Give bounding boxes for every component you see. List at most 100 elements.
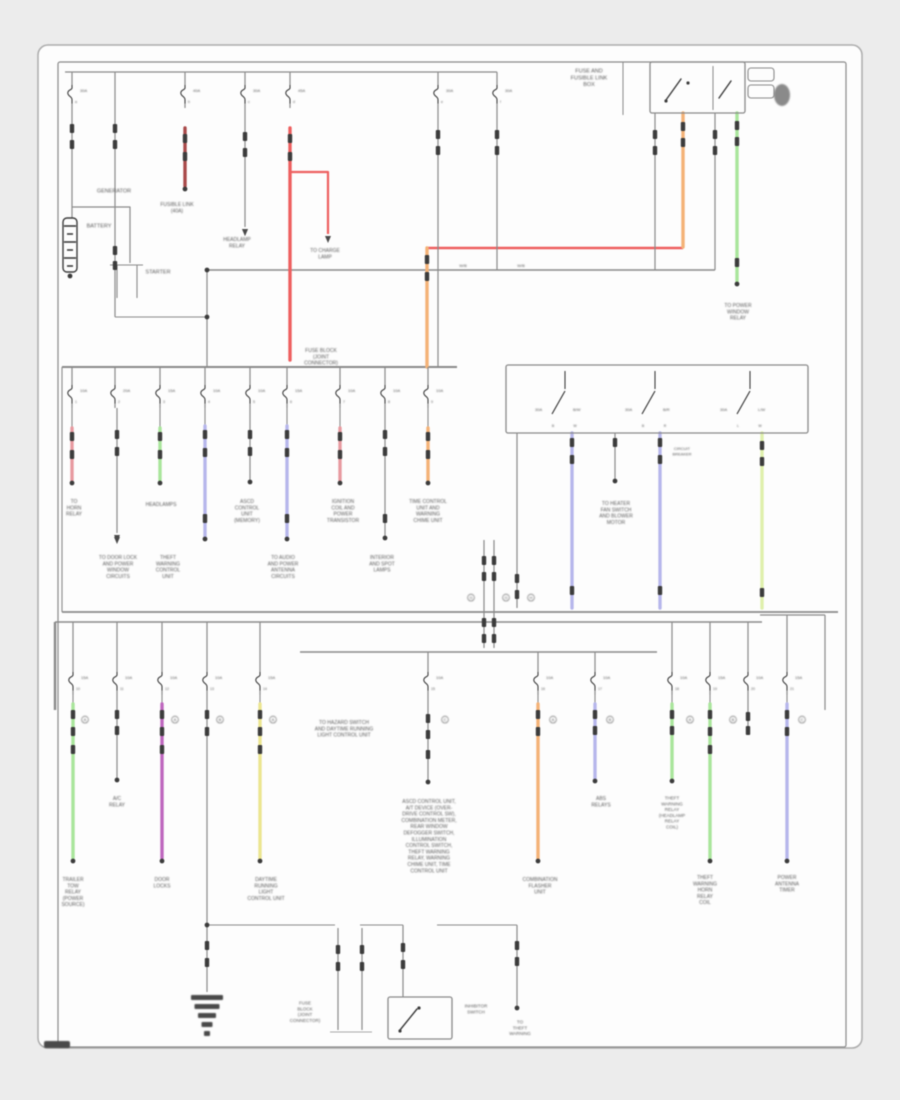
connector-mark — [491, 572, 497, 581]
breaker-wire-code: L/W — [758, 407, 765, 412]
connector-mark — [652, 130, 658, 139]
component-label: FUSIBLE LINK(40A) — [160, 202, 194, 214]
connector-mark — [712, 146, 718, 155]
junction-dot — [284, 536, 290, 542]
connector-mark — [242, 132, 248, 141]
connector-mark — [204, 958, 210, 967]
connector-mark — [535, 727, 541, 736]
connector-mark — [569, 455, 575, 464]
fuse-rating: 10A — [213, 388, 220, 393]
fuse-rating: 30A — [446, 88, 453, 93]
arrow-icon — [325, 236, 331, 243]
connector-mark — [69, 140, 75, 149]
connector-mark — [491, 556, 497, 565]
ref-mark — [527, 593, 535, 602]
connector-icon — [747, 84, 775, 99]
junction-dot — [247, 479, 253, 485]
ref-mark — [269, 715, 277, 724]
connector-mark — [745, 712, 751, 721]
fuse-icon — [157, 672, 163, 691]
wire-path — [72, 206, 131, 263]
connector-mark — [657, 438, 663, 447]
ref-mark — [81, 715, 89, 724]
connector-mark — [425, 450, 431, 459]
fuse-icon — [67, 385, 73, 404]
connector-mark — [481, 634, 487, 643]
fuse-icon — [68, 672, 74, 691]
connector-mark — [114, 710, 120, 719]
junction-dot — [204, 314, 210, 320]
connector-mark — [569, 438, 575, 447]
connector-mark — [284, 448, 290, 457]
fuse-number: 2 — [118, 400, 120, 404]
switch-contact-dot — [664, 99, 668, 103]
wire-path — [290, 170, 330, 234]
junction-dot — [159, 858, 165, 864]
connector-mark — [514, 590, 520, 599]
fuse-number: 17 — [598, 687, 602, 691]
connector-mark — [784, 710, 790, 719]
ref-mark — [686, 715, 694, 724]
circuit-breaker-icon — [641, 390, 656, 415]
fuse-rating: 10A — [170, 675, 177, 680]
junction-dot — [114, 777, 120, 783]
ref-mark — [549, 715, 557, 724]
junction-dot — [592, 778, 598, 784]
connector-mark — [759, 588, 765, 597]
breaker-rating: 30A — [625, 407, 632, 412]
connector-mark — [202, 448, 208, 457]
connector-mark — [707, 727, 713, 736]
connector-mark — [287, 134, 293, 143]
ref-mark — [502, 593, 510, 602]
switch-contact-dot — [398, 1029, 402, 1033]
fuse-icon — [200, 385, 206, 404]
junction-dot — [204, 267, 210, 273]
connector-mark — [669, 726, 675, 735]
fuse-icon — [743, 672, 749, 691]
connector-mark — [242, 148, 248, 157]
fuse-icon — [67, 85, 73, 104]
breaker-wire-code: B/R — [663, 407, 670, 412]
connector-mark — [382, 514, 388, 523]
ref-mark-letter: A — [689, 717, 692, 722]
ref-mark — [729, 715, 737, 724]
connector-mark — [400, 960, 406, 969]
connector-mark — [202, 430, 208, 439]
circuit-breaker-icon — [551, 390, 566, 415]
connector-mark — [425, 730, 431, 739]
connector-mark — [382, 430, 388, 439]
fuse-rating: 30A — [505, 88, 512, 93]
ref-mark — [441, 715, 449, 724]
component-label: BATTERY — [87, 224, 112, 230]
fuse-rating: 10A — [756, 675, 763, 680]
fuse-number: f — [500, 100, 501, 104]
ref-mark — [216, 715, 224, 724]
fuse-icon — [433, 85, 439, 104]
component-label: ASCD CONTROL UNIT,A/T DEVICE (OVER-DRIVE… — [401, 799, 456, 874]
connector-mark — [69, 124, 75, 133]
ignition-switch-box — [649, 61, 746, 114]
fuse-number: 1 — [75, 400, 77, 404]
connector-mark — [69, 432, 75, 441]
connector-mark — [680, 122, 686, 131]
connector-mark — [424, 272, 430, 281]
fuse-icon — [590, 672, 596, 691]
connector-mark — [491, 634, 497, 643]
connector-mark — [70, 727, 76, 736]
fuse-rating: 10A — [348, 388, 355, 393]
junction-dot — [382, 535, 388, 541]
connector-mark — [112, 261, 118, 270]
fuse-number: 15 — [431, 687, 435, 691]
fuse-number: 9 — [431, 400, 433, 404]
connector-mark — [182, 152, 188, 161]
fuse-icon — [255, 672, 261, 691]
fuse-number: e — [441, 100, 443, 104]
